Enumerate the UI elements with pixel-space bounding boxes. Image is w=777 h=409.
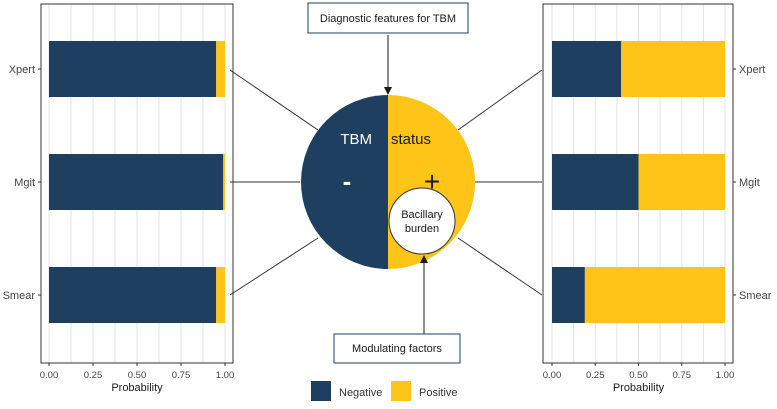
left-bar-smear-positive [216, 267, 225, 323]
bacillary-burden-circle [388, 187, 456, 255]
left-x-tick-label: 0.00 [40, 370, 59, 381]
legend-label-positive: Positive [419, 387, 458, 399]
circle-label-status: status [391, 131, 431, 148]
right-x-axis-label: Probability [613, 382, 665, 394]
left-x-tick-label: 0.75 [172, 370, 191, 381]
left-bar-mgit-positive [223, 154, 225, 210]
diagnostic-features-box: Diagnostic features for TBM [307, 2, 469, 34]
negative-half [301, 95, 388, 269]
right-category-label: Mgit [739, 177, 760, 189]
right-category-label: Xpert [739, 64, 765, 76]
right-bar-mgit-positive [638, 154, 725, 210]
bacillary-label-line1: Bacillary [401, 209, 443, 221]
left-bar-smear-negative [49, 267, 217, 323]
connector-right-xpert [457, 69, 543, 131]
left-x-tick-label: 1.00 [216, 370, 235, 381]
diagnostic-features-label: Diagnostic features for TBM [320, 13, 456, 25]
left-category-label: Smear [3, 290, 36, 302]
right-x-tick-label: 0.75 [673, 370, 692, 381]
right-x-tick-label: 1.00 [716, 370, 735, 381]
right-category-label: Smear [739, 290, 772, 302]
connector-lines [229, 69, 543, 296]
circle-label-tbm: TBM [340, 131, 372, 148]
modulating-factors-label: Modulating factors [352, 343, 442, 355]
right-bar-xpert-negative [552, 41, 622, 97]
right-bar-xpert-positive [621, 41, 725, 97]
bacillary-label-line2: burden [405, 223, 439, 235]
right-bar-mgit-negative [552, 154, 639, 210]
left-x-axis-label: Probability [111, 382, 163, 394]
right-bar-smear-positive [584, 267, 725, 323]
connector-right-smear [457, 237, 543, 296]
right-x-tick-label: 0.00 [543, 370, 562, 381]
legend: Negative Positive [311, 381, 458, 401]
right-x-tick-label: 0.25 [586, 370, 605, 381]
minus-sign: - [343, 166, 352, 196]
modulating-factors-box: Modulating factors [333, 333, 461, 364]
modulating-factors-frame [333, 333, 461, 364]
tbm-status-circle: TBM status - + Bacillary burden [301, 95, 475, 269]
right-bar-smear-negative [552, 267, 585, 323]
left-bar-xpert-positive [216, 41, 225, 97]
left-bar-xpert-negative [49, 41, 217, 97]
legend-swatch-negative [311, 381, 331, 401]
legend-swatch-positive [391, 381, 411, 401]
left-bar-mgit-negative [49, 154, 224, 210]
left-x-tick-label: 0.50 [128, 370, 147, 381]
diagnostic-features-frame [307, 2, 469, 34]
right-x-tick-label: 0.50 [629, 370, 648, 381]
connector-left-xpert [229, 69, 319, 131]
connector-left-smear [229, 237, 319, 296]
legend-label-negative: Negative [339, 387, 382, 399]
left-category-label: Xpert [9, 64, 35, 76]
left-x-tick-label: 0.25 [84, 370, 103, 381]
left-category-label: Mgit [14, 177, 35, 189]
